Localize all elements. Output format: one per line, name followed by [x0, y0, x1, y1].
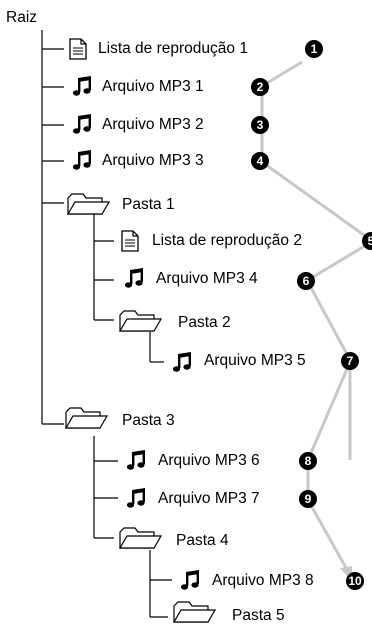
tree-item-label: Pasta 1: [122, 196, 175, 213]
music-note-icon: [178, 568, 202, 597]
order-badge: 6: [297, 272, 315, 290]
tree-item-label: Pasta 4: [176, 532, 229, 549]
folder-icon: [64, 406, 109, 435]
tree-connectors: [41, 30, 172, 618]
music-note-icon: [124, 448, 148, 477]
playlist-icon: [120, 230, 140, 257]
music-note-icon: [124, 486, 148, 515]
tree-item-label: Pasta 2: [178, 314, 231, 331]
root-label: Raiz: [6, 9, 38, 26]
playback-path-segment: [306, 499, 352, 576]
folder-icon: [172, 600, 217, 628]
order-badge: 1: [305, 40, 323, 58]
playback-path-segment: [306, 361, 352, 461]
music-note-icon: [70, 148, 94, 177]
tree-item-label: Lista de reprodução 1: [98, 40, 248, 57]
tree-item-label: Arquivo MP3 5: [204, 352, 306, 369]
playback-path-segment: [261, 60, 303, 88]
playback-path-segment: [261, 160, 369, 240]
tree-item-label: Arquivo MP3 2: [102, 116, 204, 133]
music-note-icon: [122, 266, 146, 295]
tree-item-label: Pasta 5: [232, 607, 285, 624]
music-note-icon: [70, 74, 94, 103]
music-note-icon: [170, 350, 194, 379]
order-badge: 2: [251, 78, 269, 96]
playback-path-segment: [306, 281, 352, 361]
order-badge: 10: [346, 572, 364, 590]
order-badge: 9: [299, 490, 317, 508]
order-badge: 5: [362, 232, 372, 250]
playlist-icon: [68, 38, 88, 65]
music-note-icon: [70, 112, 94, 141]
tree-item-label: Arquivo MP3 7: [158, 490, 260, 507]
tree-item-label: Arquivo MP3 4: [156, 270, 258, 287]
order-badge: 7: [341, 352, 359, 370]
playback-path-segment: [307, 242, 369, 282]
tree-item-label: Arquivo MP3 8: [212, 572, 314, 589]
tree-item-label: Arquivo MP3 1: [102, 78, 204, 95]
folder-icon: [118, 526, 163, 555]
folder-icon: [118, 309, 163, 338]
tree-item-label: Pasta 3: [122, 412, 175, 429]
tree-item-label: Arquivo MP3 3: [102, 152, 204, 169]
tree-item-label: Arquivo MP3 6: [158, 452, 260, 469]
folder-icon: [66, 192, 111, 221]
tree-item-label: Lista de reprodução 2: [152, 232, 302, 249]
order-badge: 4: [251, 152, 269, 170]
order-badge: 8: [299, 452, 317, 470]
order-badge: 3: [251, 116, 269, 134]
